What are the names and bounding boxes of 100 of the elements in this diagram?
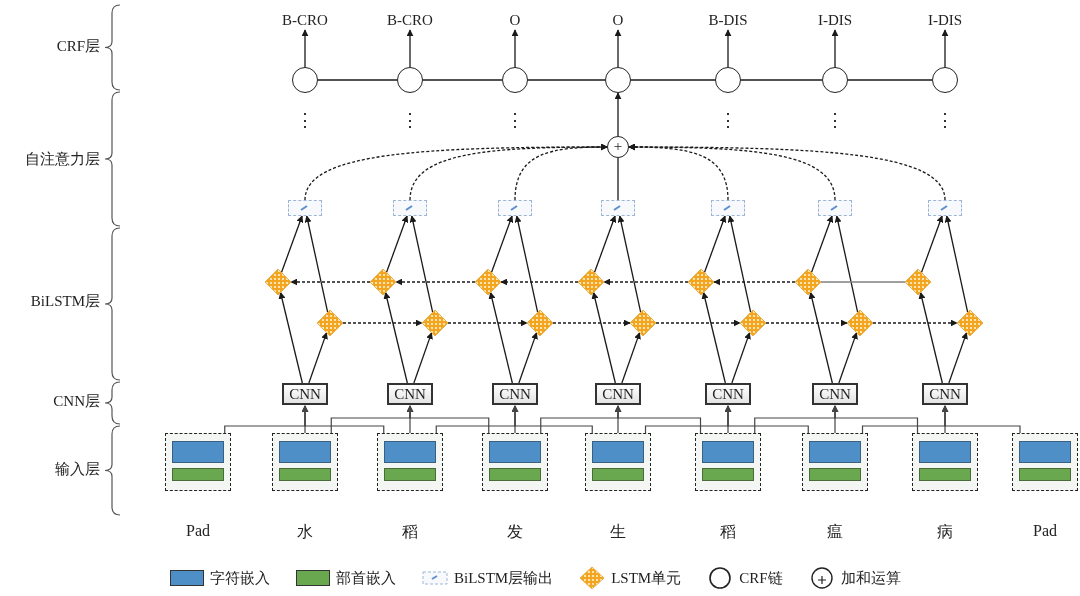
connector-line — [527, 79, 606, 81]
connector-line — [630, 79, 716, 81]
crf-node-circle — [715, 67, 741, 93]
tag-label: I-DIS — [805, 10, 865, 30]
lstm-unit-diamond — [370, 269, 396, 295]
lstm-unit-diamond — [630, 310, 656, 336]
cnn-box: CNN — [282, 383, 328, 405]
tag-label: I-DIS — [915, 10, 975, 30]
legend-label: 部首嵌入 — [336, 568, 396, 588]
arrow — [621, 331, 641, 384]
dotted-arrow — [514, 143, 608, 201]
lstm-unit-diamond — [422, 310, 448, 336]
arrow — [941, 29, 949, 68]
dotted-arrow — [628, 143, 946, 201]
ellipsis-mark: ⋮ — [935, 109, 955, 131]
input-embedding-box — [1012, 433, 1078, 491]
input-embedding-box — [695, 433, 761, 491]
cnn-box: CNN — [595, 383, 641, 405]
arrow — [834, 215, 859, 313]
arrow — [944, 215, 969, 313]
legend-label: CRF链 — [739, 568, 783, 588]
arrow — [591, 291, 616, 384]
input-embedding-box — [912, 433, 978, 491]
arrow — [920, 215, 944, 274]
dotted-arrow — [500, 278, 579, 286]
arrow — [941, 405, 1021, 434]
cnn-box: CNN — [387, 383, 433, 405]
character-label: 水 — [296, 522, 314, 542]
tag-label: O — [588, 10, 648, 30]
layer-label: CRF层 — [55, 37, 100, 56]
tag-label: B-CRO — [380, 10, 440, 30]
crf-node-circle — [605, 67, 631, 93]
lstm-unit-diamond — [578, 269, 604, 295]
arrow — [593, 215, 617, 274]
arrow — [838, 331, 858, 384]
bilstm-output-box — [818, 200, 852, 216]
crf-node-circle — [822, 67, 848, 93]
arrow — [488, 291, 513, 384]
dotted-arrow — [655, 319, 741, 327]
connector-line — [317, 79, 398, 81]
arrow — [948, 331, 968, 384]
arrow — [703, 215, 727, 274]
connector-line — [847, 79, 933, 81]
arrow — [614, 29, 622, 68]
lstm-unit-diamond — [957, 310, 983, 336]
dotted-arrow — [290, 278, 371, 286]
input-embedding-box — [165, 433, 231, 491]
dotted-arrow — [552, 319, 631, 327]
arrow — [385, 215, 409, 274]
bilstm-output-box — [711, 200, 745, 216]
arrow — [413, 331, 433, 384]
cnn-box: CNN — [812, 383, 858, 405]
arrow — [511, 29, 519, 68]
character-label: 瘟 — [826, 522, 844, 542]
lstm-unit-diamond — [847, 310, 873, 336]
input-embedding-box — [482, 433, 548, 491]
arrow — [409, 215, 434, 313]
arrow — [280, 215, 304, 274]
layer-label: 输入层 — [54, 460, 100, 479]
arrow — [724, 405, 809, 434]
bilstm-output-box — [393, 200, 427, 216]
tag-label: O — [485, 10, 545, 30]
input-embedding-box — [272, 433, 338, 491]
dotted-arrow — [713, 278, 796, 286]
ellipsis-mark: ⋮ — [825, 109, 845, 131]
layer-label: 自注意力层 — [24, 150, 100, 169]
dotted-arrow — [765, 319, 848, 327]
ellipsis-mark: ⋮ — [400, 109, 420, 131]
cnn-box: CNN — [922, 383, 968, 405]
arrow — [518, 331, 538, 384]
crf-node-circle — [932, 67, 958, 93]
arrow — [918, 291, 943, 384]
arrow — [727, 215, 752, 313]
lstm-unit-diamond — [688, 269, 714, 295]
arrow — [304, 215, 329, 313]
arrow — [406, 405, 490, 434]
character-label: 稻 — [719, 522, 737, 542]
bilstm-output-box — [601, 200, 635, 216]
bilstm-output-box — [498, 200, 532, 216]
input-embedding-box — [802, 433, 868, 491]
cnn-box: CNN — [492, 383, 538, 405]
arrow — [383, 291, 408, 384]
arrow — [308, 331, 328, 384]
arrow — [614, 405, 702, 434]
character-label: 生 — [609, 522, 627, 542]
arrow — [490, 215, 514, 274]
bilstm-output-box — [928, 200, 962, 216]
tag-label: B-DIS — [698, 10, 758, 30]
dotted-arrow — [872, 319, 958, 327]
legend-label: 字符嵌入 — [210, 568, 270, 588]
arrow — [701, 291, 726, 384]
legend-label: 加和运算 — [840, 568, 901, 588]
dotted-arrow — [342, 319, 423, 327]
arrow — [617, 215, 642, 313]
arrow — [731, 331, 751, 384]
character-label: Pad — [1032, 522, 1058, 540]
connector-line — [820, 281, 906, 283]
dotted-arrow — [395, 278, 476, 286]
ellipsis-mark: ⋮ — [295, 109, 315, 131]
arrow — [614, 92, 622, 137]
